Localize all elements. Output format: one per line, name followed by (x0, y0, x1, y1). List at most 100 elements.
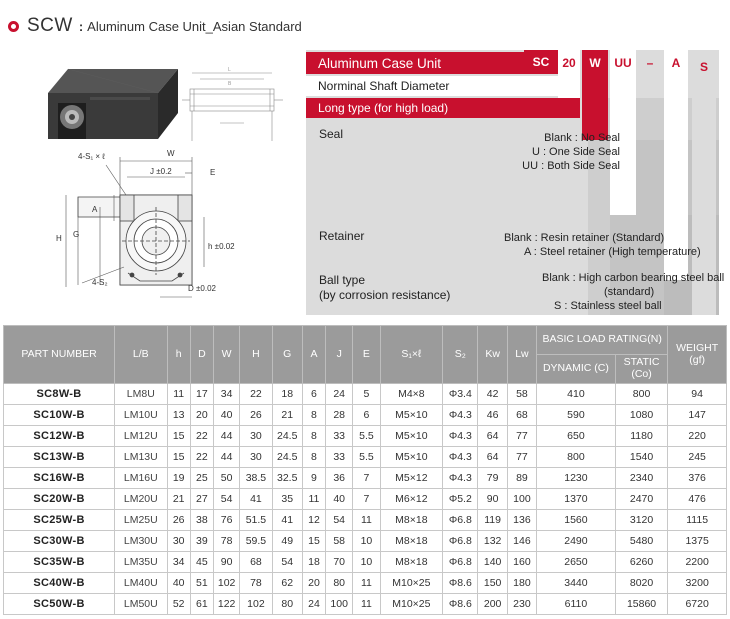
table-cell: 18 (301, 551, 327, 573)
table-cell: 59.5 (239, 530, 273, 552)
table-cell: 41 (271, 509, 303, 531)
dim-4s2-label: 4-S₂ (92, 278, 108, 287)
table-cell: 102 (239, 593, 273, 615)
table-cell: 2650 (536, 551, 616, 573)
table-cell: 36 (325, 467, 354, 489)
table-cell: 2200 (667, 551, 727, 573)
code-dash: – (646, 56, 654, 70)
table-cell: 100 (506, 488, 538, 510)
designation-panel: Aluminum Case Unit SC 20 W UU – A S Norm… (306, 50, 724, 315)
table-cell: 7 (352, 488, 381, 510)
table-cell: LM35U (114, 551, 168, 573)
table-cell: LM13U (114, 446, 168, 468)
table-cell: 20 (301, 572, 327, 594)
table-cell: 15 (166, 446, 191, 468)
table-cell: Φ6.8 (442, 551, 479, 573)
table-cell: 34 (212, 383, 241, 405)
table-cell: M6×12 (379, 488, 444, 510)
table-cell: 33 (325, 446, 354, 468)
table-cell: 200 (477, 593, 508, 615)
table-cell: 40 (325, 488, 354, 510)
table-cell: 476 (667, 488, 727, 510)
product-code: SCW (27, 15, 73, 36)
table-cell: 26 (166, 509, 191, 531)
table-cell: Φ4.3 (442, 467, 479, 489)
table-cell: 17 (189, 383, 215, 405)
th-part-number: PART NUMBER (2, 325, 116, 384)
table-cell: 45 (189, 551, 215, 573)
table-cell: 12 (301, 509, 327, 531)
table-cell: 6 (301, 383, 327, 405)
table-cell: 230 (506, 593, 538, 615)
table-cell: 5480 (614, 530, 669, 552)
th-w: W (212, 325, 241, 384)
table-cell: 100 (325, 593, 354, 615)
table-cell: 28 (325, 404, 354, 426)
table-cell: 2340 (614, 467, 669, 489)
th-weight: WEIGHT (gf) (667, 325, 727, 384)
table-cell: 51.5 (239, 509, 273, 531)
table-cell: 8 (301, 404, 327, 426)
table-cell: M8×18 (379, 551, 444, 573)
table-cell: 54 (325, 509, 354, 531)
table-cell: 46 (477, 404, 508, 426)
retainer-label: Retainer (319, 229, 365, 243)
table-cell: 11 (301, 488, 327, 510)
table-cell: 140 (477, 551, 508, 573)
table-cell: 1115 (667, 509, 727, 531)
table-cell: 245 (667, 446, 727, 468)
product-title: Aluminum Case Unit_Asian Standard (87, 18, 302, 34)
table-cell: 62 (271, 572, 303, 594)
table-cell: 22 (239, 383, 273, 405)
table-cell: 22 (189, 425, 215, 447)
table-cell: Φ4.3 (442, 425, 479, 447)
seal-note-3: UU : Both Side Seal (522, 160, 620, 172)
table-cell: M8×18 (379, 530, 444, 552)
th-s2: S₂ (442, 325, 479, 384)
table-cell: 15860 (614, 593, 669, 615)
table-cell: 68 (506, 404, 538, 426)
table-cell: 30 (239, 425, 273, 447)
table-cell: 150 (477, 572, 508, 594)
part-number-cell: SC13W-B (2, 446, 116, 468)
dim-h-label: H (56, 234, 62, 243)
table-cell: 90 (212, 551, 241, 573)
code-sc: SC (524, 50, 558, 74)
table-cell: Φ5.2 (442, 488, 479, 510)
dim-w-label: W (167, 149, 175, 158)
table-cell: 58 (325, 530, 354, 552)
table-cell: 3120 (614, 509, 669, 531)
table-cell: 8 (301, 425, 327, 447)
code-uu: UU (610, 50, 636, 215)
table-cell: LM16U (114, 467, 168, 489)
row-aluminum-case-unit: Aluminum Case Unit (306, 52, 558, 74)
table-cell: 2470 (614, 488, 669, 510)
table-cell: 76 (212, 509, 241, 531)
part-number-cell: SC25W-B (2, 509, 116, 531)
table-cell: 50 (212, 467, 241, 489)
table-cell: 132 (477, 530, 508, 552)
table-cell: 9 (301, 467, 327, 489)
table-cell: 15 (166, 425, 191, 447)
ball-note-1: Blank : High carbon bearing steel ball (542, 272, 725, 284)
table-cell: M10×25 (379, 572, 444, 594)
table-cell: 38.5 (239, 467, 273, 489)
product-photo-icon (48, 68, 178, 139)
ball-type-sub-label: (by corrosion resistance) (319, 288, 451, 302)
retainer-note-1: Blank : Resin retainer (Standard) (504, 232, 665, 244)
table-cell: 3440 (536, 572, 616, 594)
dim-l-label: L (228, 67, 231, 73)
table-cell: 650 (536, 425, 616, 447)
table-cell: 80 (271, 593, 303, 615)
table-cell: 11 (352, 572, 381, 594)
table-cell: 32.5 (271, 467, 303, 489)
table-cell: LM30U (114, 530, 168, 552)
table-cell: 160 (506, 551, 538, 573)
code-w: W (582, 50, 608, 140)
table-cell: Φ3.4 (442, 383, 479, 405)
bullet-icon (8, 20, 19, 32)
dim-4s1-label: 4-S₁ × ℓ (78, 152, 105, 161)
